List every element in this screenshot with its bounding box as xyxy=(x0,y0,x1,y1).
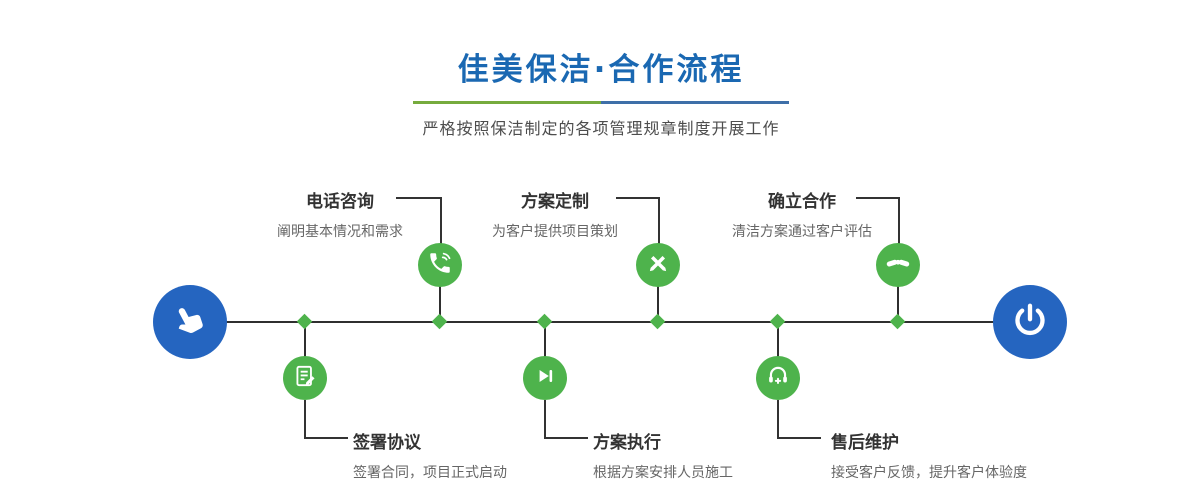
step-label-group-design: 方案定制 为客户提供项目策划 xyxy=(455,187,655,241)
step-desc: 签署合同，项目正式启动 xyxy=(353,465,507,481)
connector-line xyxy=(777,322,779,364)
step-node-handshake xyxy=(876,243,920,287)
connector-line xyxy=(544,400,588,439)
step-desc: 接受客户反馈，提升客户体验度 xyxy=(831,465,1027,481)
connector-line xyxy=(396,197,442,245)
page-subtitle: 严格按照保洁制定的各项管理规章制度开展工作 xyxy=(422,119,780,138)
diamond-marker xyxy=(649,313,666,330)
step-title: 电话咨询 xyxy=(306,192,374,212)
step-title: 售后维护 xyxy=(831,433,899,453)
connector-line xyxy=(544,322,546,364)
step-title: 方案执行 xyxy=(593,433,661,453)
step-desc: 为客户提供项目策划 xyxy=(492,224,618,240)
design-pen-icon xyxy=(645,250,671,280)
service-headset-icon xyxy=(765,363,791,393)
execute-play-icon xyxy=(532,363,558,393)
diamond-marker xyxy=(889,313,906,330)
connector-line xyxy=(777,400,821,439)
step-title: 确立合作 xyxy=(768,192,836,212)
connector-line xyxy=(304,400,348,439)
pointer-hand-icon xyxy=(170,300,210,344)
connector-line xyxy=(616,197,660,245)
diamond-marker xyxy=(431,313,448,330)
step-desc: 根据方案安排人员施工 xyxy=(593,465,733,481)
divider-blue-segment xyxy=(601,101,789,104)
timeline-line xyxy=(190,321,1030,323)
step-label-group-phone: 电话咨询 阐明基本情况和需求 xyxy=(240,187,440,241)
divider-green-segment xyxy=(413,101,601,104)
diamond-marker xyxy=(296,313,313,330)
connector-line xyxy=(657,280,659,322)
handshake-icon xyxy=(885,250,911,280)
step-desc: 阐明基本情况和需求 xyxy=(277,224,403,240)
connector-line xyxy=(439,280,441,322)
power-icon xyxy=(1010,300,1050,344)
title-divider xyxy=(413,101,789,104)
connector-line xyxy=(304,322,306,364)
connector-line xyxy=(856,197,900,245)
step-node-design xyxy=(636,243,680,287)
step-label-group-contract: 签署协议 签署合同，项目正式启动 xyxy=(353,428,613,482)
step-label-group-handshake: 确立合作 清洁方案通过客户评估 xyxy=(702,187,902,241)
start-node xyxy=(153,285,227,359)
diamond-marker xyxy=(536,313,553,330)
step-title: 签署协议 xyxy=(353,433,421,453)
step-node-phone xyxy=(418,243,462,287)
phone-icon xyxy=(427,250,453,280)
step-node-contract xyxy=(283,356,327,400)
connector-line xyxy=(897,280,899,322)
end-node xyxy=(993,285,1067,359)
page-title: 佳美保洁·合作流程 xyxy=(457,52,745,88)
step-desc: 清洁方案通过客户评估 xyxy=(732,224,872,240)
contract-icon xyxy=(292,363,318,393)
step-node-execute xyxy=(523,356,567,400)
step-label-group-execute: 方案执行 根据方案安排人员施工 xyxy=(593,428,853,482)
diamond-marker xyxy=(769,313,786,330)
step-label-group-service: 售后维护 接受客户反馈，提升客户体验度 xyxy=(831,428,1091,482)
step-title: 方案定制 xyxy=(521,192,589,212)
step-node-service xyxy=(756,356,800,400)
